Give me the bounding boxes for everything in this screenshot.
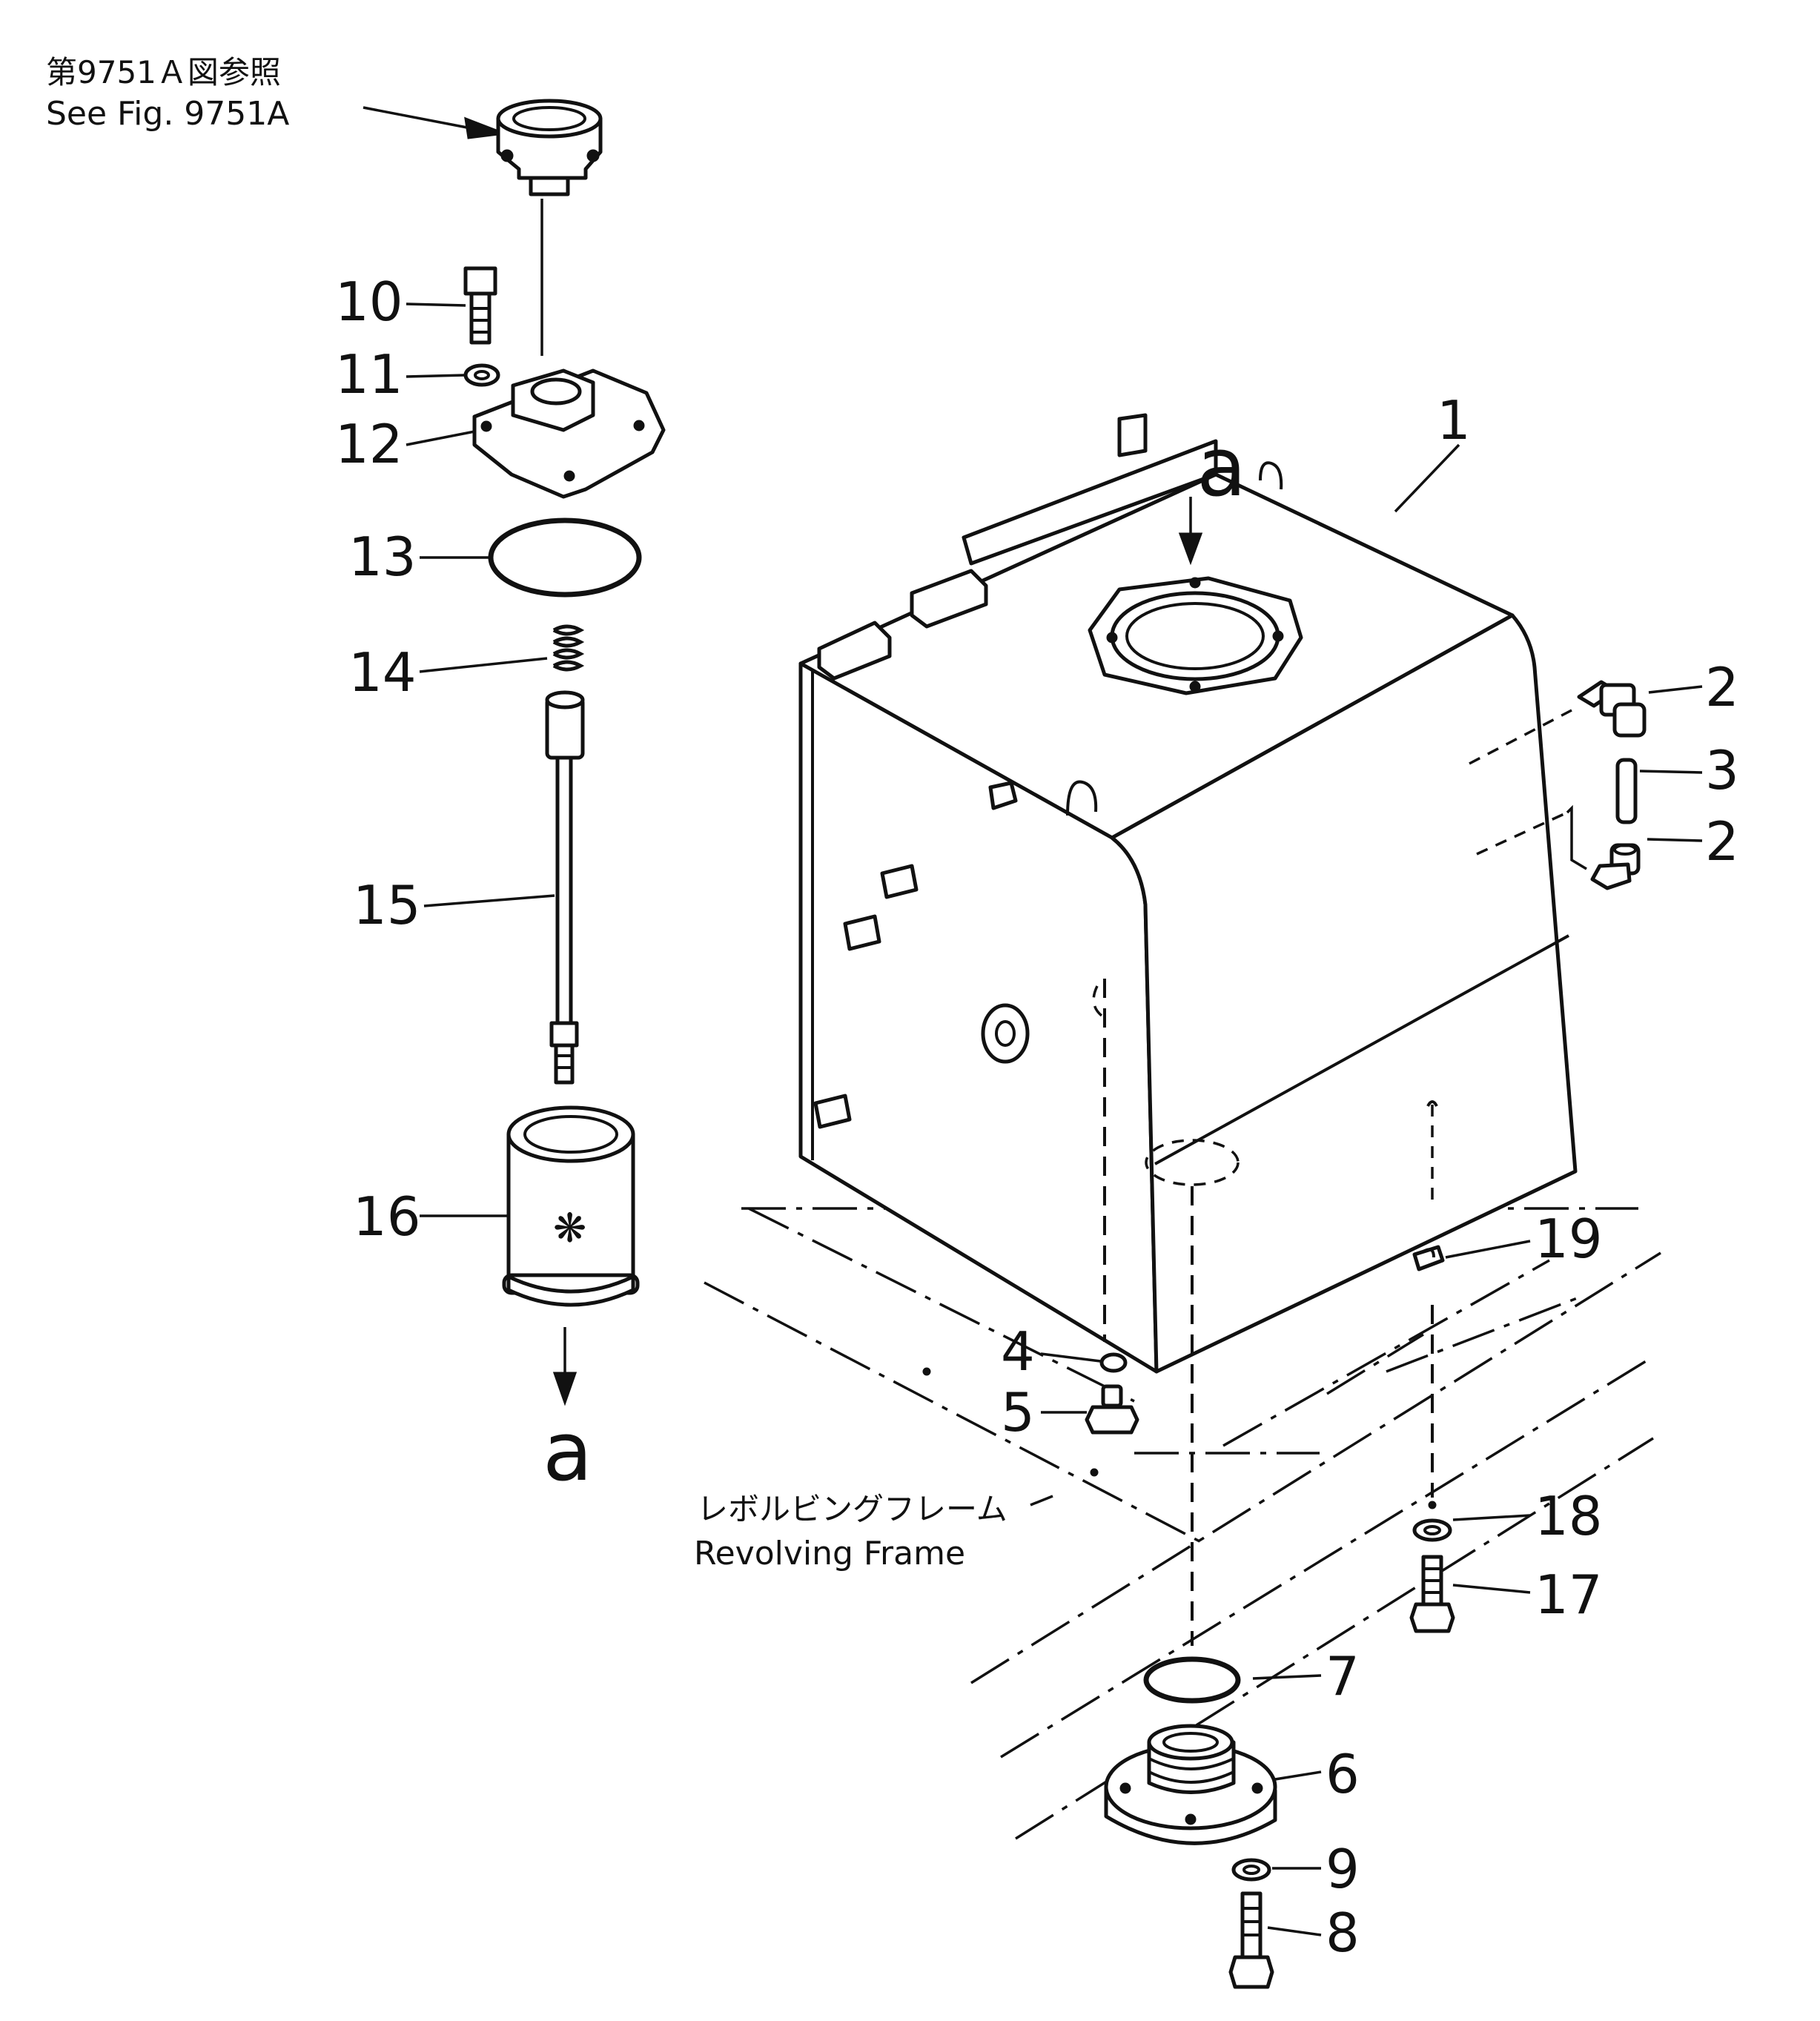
washer-part-4 — [1099, 1352, 1128, 1373]
leader-11 — [406, 374, 466, 378]
view-marker-bottom: a — [543, 1404, 592, 1499]
svg-text:❋: ❋ — [553, 1205, 586, 1251]
pipe-part-3 — [1615, 758, 1638, 824]
leader-15 — [423, 894, 555, 907]
rod-part-15 — [545, 690, 585, 1085]
part-label-18: 18 — [1535, 1485, 1603, 1547]
clamp-top-mark — [1426, 1100, 1438, 1107]
filter-element-part-16: ❋ — [502, 1105, 640, 1307]
part-label-12: 12 — [335, 413, 403, 475]
part-label-15: 15 — [353, 874, 421, 936]
reference-arrow — [363, 106, 505, 139]
spring-part-14 — [552, 624, 585, 672]
part-label-2-lower: 2 — [1705, 810, 1739, 873]
part-label-7: 7 — [1326, 1645, 1360, 1707]
part-label-3: 3 — [1705, 739, 1739, 801]
leader-4 — [1040, 1352, 1101, 1363]
frame-label-leader — [1030, 1495, 1053, 1506]
leader-7 — [1252, 1674, 1322, 1680]
leader-1 — [1394, 443, 1460, 513]
frame-label-en: Revolving Frame — [694, 1535, 965, 1572]
leader-19 — [1445, 1240, 1531, 1259]
washer-part-9 — [1231, 1858, 1271, 1882]
bolt-part-8 — [1228, 1891, 1274, 1989]
part-label-19: 19 — [1535, 1208, 1603, 1270]
arrow-to-view-a — [552, 1327, 578, 1406]
bolt-part-17 — [1409, 1555, 1455, 1633]
reference-note-jp: 第9751Ａ図参照 — [46, 54, 281, 90]
leader-14 — [419, 657, 548, 673]
reference-note-en: See Fig. 9751A — [46, 95, 289, 133]
leader-6 — [1274, 1770, 1322, 1781]
clamp-point — [1428, 1501, 1437, 1509]
elbow-fitting-lower-part-2 — [1590, 843, 1641, 890]
part-label-2-upper: 2 — [1705, 656, 1739, 718]
view-a-arrow — [1178, 497, 1203, 566]
leader-2-lower — [1647, 838, 1703, 842]
part-label-6: 6 — [1326, 1743, 1360, 1805]
washer-part-11 — [463, 363, 500, 387]
leader-2-upper — [1648, 685, 1703, 694]
leader-18 — [1452, 1514, 1531, 1521]
washer-part-18 — [1412, 1518, 1452, 1542]
leader-17 — [1452, 1584, 1531, 1594]
clip-part-19 — [1412, 1245, 1445, 1271]
suction-flange-part-6 — [1104, 1724, 1277, 1845]
leader-12 — [406, 430, 475, 446]
fitting-bracket-line — [1566, 804, 1587, 870]
part-label-13: 13 — [348, 526, 417, 588]
o-ring-part-7 — [1143, 1656, 1241, 1704]
part-label-14: 14 — [348, 641, 417, 704]
hydraulic-tank-part-1 — [798, 413, 1578, 1374]
part-label-17: 17 — [1535, 1564, 1603, 1626]
o-ring-part-13 — [488, 517, 642, 598]
part-label-10: 10 — [335, 271, 403, 333]
view-marker-top: a — [1197, 420, 1246, 515]
leader-3 — [1639, 770, 1703, 774]
part-label-5: 5 — [1001, 1381, 1035, 1443]
part-label-4: 4 — [1001, 1320, 1035, 1383]
leader-10 — [406, 302, 466, 307]
plug-part-5 — [1085, 1384, 1139, 1435]
cover-plate-part-12 — [472, 368, 666, 499]
leader-8 — [1267, 1926, 1322, 1936]
part-label-16: 16 — [353, 1185, 421, 1248]
breather-cap-part — [496, 99, 603, 196]
hidden-line-lower — [1476, 811, 1568, 856]
part-label-9: 9 — [1326, 1838, 1360, 1900]
elbow-fitting-upper-part-2 — [1577, 680, 1647, 738]
frame-label-jp: レボルビングフレーム — [697, 1491, 1007, 1527]
part-label-8: 8 — [1326, 1902, 1360, 1964]
part-label-1: 1 — [1437, 389, 1471, 452]
bolt-part-10 — [463, 266, 497, 345]
part-label-11: 11 — [335, 343, 403, 406]
